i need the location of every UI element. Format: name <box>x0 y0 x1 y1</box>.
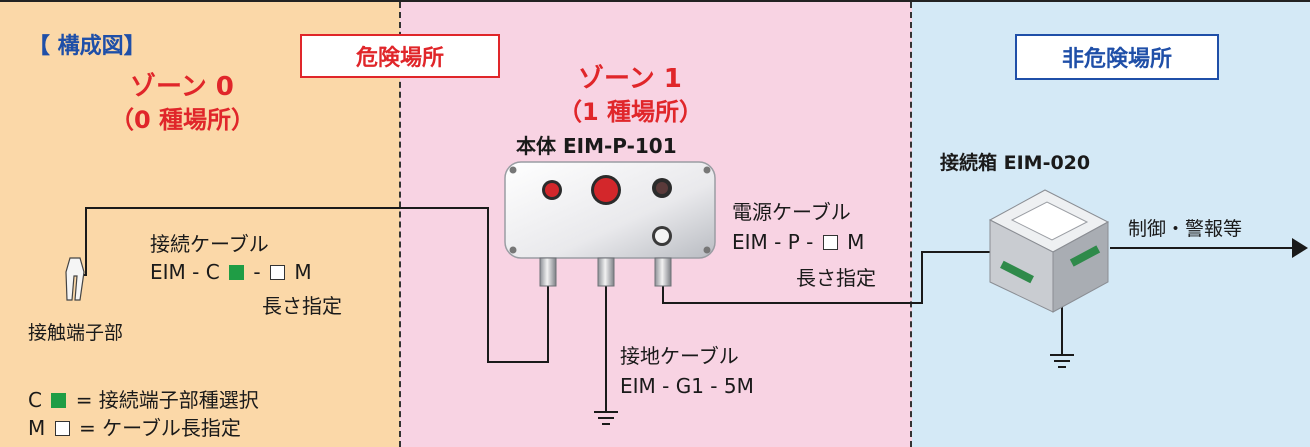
zone-0-subtitle: （0 種場所） <box>110 106 256 134</box>
ground-symbol-junction <box>1050 354 1074 368</box>
output-label: 制御・警報等 <box>1128 218 1243 240</box>
connect-cable-prefix: EIM - C <box>150 260 220 284</box>
diagram-title: 【 構成図】 <box>28 34 146 59</box>
connect-cable-label: 接続ケーブル <box>150 232 269 256</box>
connect-cable-code: EIM - C - M <box>150 260 312 284</box>
zone-1-subtitle: （1 種場所） <box>558 98 704 126</box>
zone-1-title: ゾーン 1 <box>578 64 682 94</box>
contact-part-label: 接触端子部 <box>28 322 124 344</box>
connect-cable-line <box>80 207 549 363</box>
connect-cable-sep: - <box>253 260 261 284</box>
connect-cable-length: 長さ指定 <box>262 294 342 318</box>
power-cable-prefix: EIM - P - <box>732 230 814 254</box>
legend-c-row: C = 接続端子部種選択 <box>28 384 259 413</box>
legend-c-prefix: C <box>28 388 42 412</box>
power-cable-suffix: M <box>847 230 865 254</box>
power-cable-code: EIM - P - M <box>732 230 864 254</box>
green-marker-square <box>229 265 245 280</box>
main-unit-device <box>504 161 716 287</box>
contact-part-device <box>65 257 85 301</box>
white-marker-square <box>54 421 70 436</box>
top-border <box>0 0 1310 2</box>
ground-cable-label: 接地ケーブル <box>620 344 739 368</box>
white-marker-square <box>822 235 838 250</box>
legend-m-text: = ケーブル長指定 <box>78 416 241 440</box>
power-cable-line <box>662 251 990 304</box>
zone-divider-right <box>910 2 912 447</box>
ground-cable-code: EIM - G1 - 5M <box>620 374 754 398</box>
power-cable-label: 電源ケーブル <box>732 200 851 224</box>
junction-box-device <box>988 189 1110 313</box>
hazard-area-label: 危険場所 <box>300 34 500 78</box>
legend-m-row: M = ケーブル長指定 <box>28 412 241 441</box>
green-marker-square <box>51 393 67 408</box>
main-unit-label: 本体 EIM-P-101 <box>516 134 677 158</box>
legend-c-text: = 接続端子部種選択 <box>75 388 259 412</box>
output-arrowhead <box>1292 238 1308 258</box>
zone-0-title: ゾーン 0 <box>130 72 234 102</box>
ground-symbol-unit <box>594 411 618 425</box>
legend-m-prefix: M <box>28 416 46 440</box>
power-cable-length: 長さ指定 <box>796 266 876 290</box>
nonhazard-area-label: 非危険場所 <box>1015 34 1219 80</box>
connect-cable-suffix: M <box>294 260 312 284</box>
junction-box-label: 接続箱 EIM-020 <box>940 152 1091 174</box>
zone-divider-left <box>399 2 401 447</box>
white-marker-square <box>269 265 285 280</box>
